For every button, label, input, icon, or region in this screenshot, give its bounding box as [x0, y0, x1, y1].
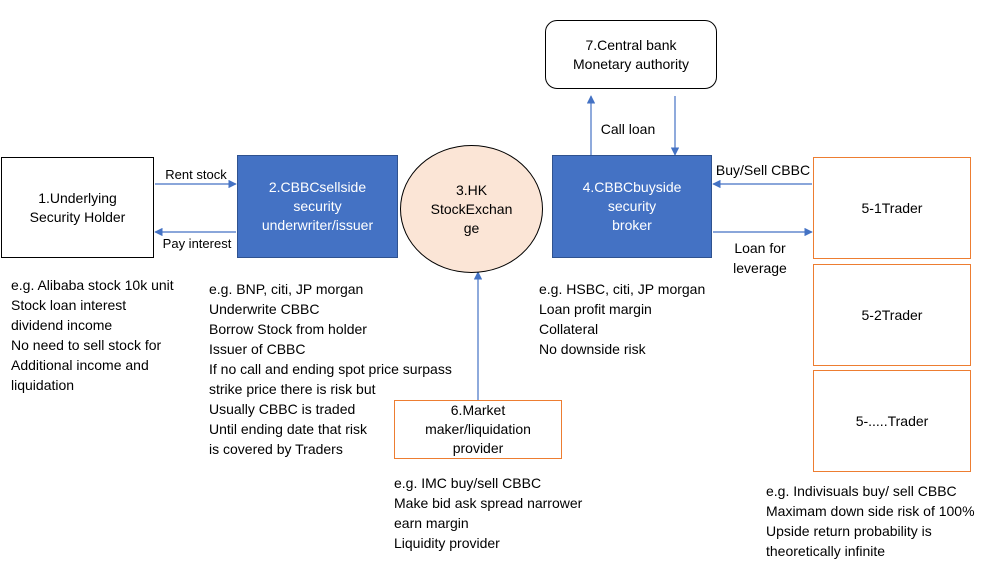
node-buyside-broker: 4.CBBCbuyside security broker: [552, 155, 712, 258]
note-line: Loan profit margin: [539, 301, 652, 317]
node-market-maker: 6.Market maker/liquidation provider: [394, 400, 562, 459]
node-trader-5-2-label: 5-2Trader: [861, 306, 923, 323]
node-trader-5-n-label: 5-.....Trader: [855, 412, 929, 429]
node-buyside-broker-label: 4.CBBCbuyside security broker: [582, 179, 682, 233]
note-line: theoretically infinite: [766, 543, 886, 559]
note-line: Until ending date that risk: [209, 421, 367, 437]
node-trader-5-1: 5-1Trader: [813, 157, 971, 259]
note-line: Make bid ask spread narrower: [394, 495, 583, 511]
note-line: If no call and ending spot price surpass: [209, 361, 452, 377]
note-line: e.g. BNP, citi, JP morgan: [209, 281, 364, 297]
note-line: Usually CBBC is traded: [209, 401, 356, 417]
note-line: Borrow Stock from holder: [209, 321, 367, 337]
note-line: No downside risk: [539, 341, 646, 357]
note-buyside-broker: e.g. HSBC, citi, JP morgan Loan profit m…: [539, 279, 705, 359]
note-line: is covered by Traders: [209, 441, 343, 457]
node-central-bank: 7.Central bank Monetary authority: [545, 20, 717, 89]
node-hk-stock-exchange: 3.HK StockExchan ge: [400, 145, 543, 273]
node-sellside-issuer-label: 2.CBBCsellside security underwriter/issu…: [261, 179, 374, 233]
node-trader-5-1-label: 5-1Trader: [861, 199, 923, 216]
note-line: e.g. HSBC, citi, JP morgan: [539, 281, 706, 297]
note-line: e.g. Alibaba stock 10k unit: [11, 277, 174, 293]
node-trader-5-2: 5-2Trader: [813, 264, 971, 366]
edge-label-buy-sell-cbbc: Buy/Sell CBBC: [715, 162, 811, 178]
node-central-bank-label: 7.Central bank Monetary authority: [573, 36, 689, 72]
node-hk-stock-exchange-label: 3.HK StockExchan ge: [430, 181, 513, 236]
note-line: Maximam down side risk of 100%: [766, 503, 975, 519]
note-underlying-holder: e.g. Alibaba stock 10k unit Stock loan i…: [11, 275, 174, 395]
note-line: dividend income: [11, 317, 113, 333]
note-line: Issuer of CBBC: [209, 341, 306, 357]
node-underlying-holder: 1.Underlying Security Holder: [1, 157, 154, 258]
edge-label-call-loan: Call loan: [600, 121, 656, 137]
note-line: Stock loan interest: [11, 297, 127, 313]
note-line: Upside return probability is: [766, 523, 932, 539]
note-line: strike price there is risk but: [209, 381, 376, 397]
note-line: Collateral: [539, 321, 599, 337]
note-line: Additional income and: [11, 357, 149, 373]
node-sellside-issuer: 2.CBBCsellside security underwriter/issu…: [237, 155, 398, 258]
note-line: Liquidity provider: [394, 535, 500, 551]
note-line: No need to sell stock for: [11, 337, 162, 353]
note-market-maker: e.g. IMC buy/sell CBBC Make bid ask spre…: [394, 473, 582, 553]
note-line: earn margin: [394, 515, 469, 531]
note-line: e.g. Indivisuals buy/ sell CBBC: [766, 483, 957, 499]
note-line: liquidation: [11, 377, 75, 393]
node-market-maker-label: 6.Market maker/liquidation provider: [425, 402, 531, 456]
node-trader-5-n: 5-.....Trader: [813, 370, 971, 472]
edge-label-loan-for-leverage: Loan for leverage: [733, 240, 787, 276]
edge-label-rent-stock: Rent stock: [165, 167, 227, 182]
note-sellside-issuer: e.g. BNP, citi, JP morgan Underwrite CBB…: [209, 279, 452, 459]
node-underlying-holder-label: 1.Underlying Security Holder: [29, 189, 126, 225]
note-line: e.g. IMC buy/sell CBBC: [394, 475, 542, 491]
note-traders: e.g. Indivisuals buy/ sell CBBC Maximam …: [766, 481, 975, 561]
note-line: Underwrite CBBC: [209, 301, 320, 317]
edge-label-pay-interest: Pay interest: [162, 236, 232, 251]
